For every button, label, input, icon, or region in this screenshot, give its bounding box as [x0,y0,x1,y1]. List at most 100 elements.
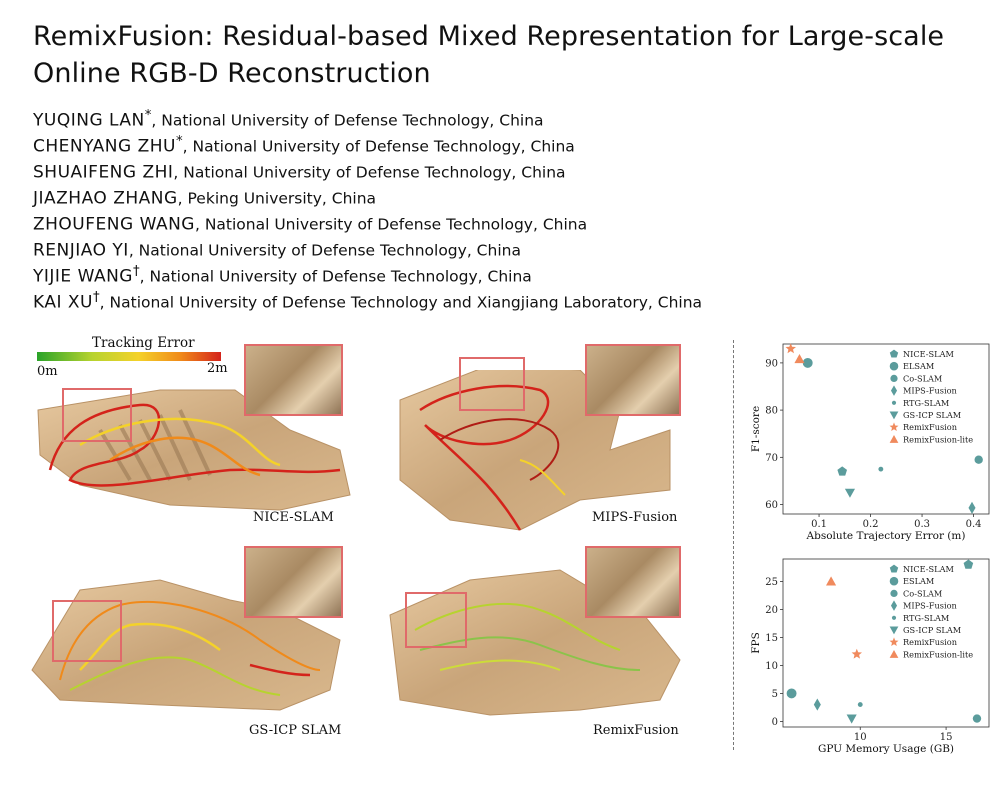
marker-elsam-legend [889,361,899,371]
legend-entry-gs-icp-slam: GS-ICP SLAM [903,625,961,635]
zoom-inset [244,344,343,416]
y-tick-label: 60 [765,500,778,511]
marker-mips-fusion [968,501,976,514]
marker-remixfusion-lite [794,354,805,364]
author-affiliation: , National University of Defense Technol… [194,215,588,234]
panel-label-remixfusion: RemixFusion [593,723,679,738]
author-mark: * [144,108,152,123]
legend-entry-co-slam: Co-SLAM [903,373,942,383]
roi-box [52,600,122,662]
roi-box [62,388,132,442]
author-line: ZHOUFENG WANG, National University of De… [33,207,973,235]
marker-remixfusion-legend [889,637,899,646]
marker-nice-slam-legend [889,564,899,573]
x-tick-label: 15 [940,732,953,743]
author-affiliation: , National University of Defense Technol… [99,293,703,312]
paper-title: RemixFusion: Residual-based Mixed Repres… [33,21,945,89]
tracking-legend-max: 2m [207,361,228,376]
author-mark: * [175,134,183,149]
author-name: ZHOUFENG WANG [33,214,195,235]
author-affiliation: , National University of Defense Technol… [182,137,575,156]
y-tick-label: 70 [765,453,778,464]
x-axis-label: GPU Memory Usage (GB) [818,743,954,755]
marker-co-slam [974,455,983,464]
y-tick-label: 25 [765,577,778,588]
marker-remixfusion-lite-legend [889,435,899,443]
marker-rtg-slam-legend [891,615,897,620]
roi-box [459,357,525,411]
marker-rtg-slam [857,702,863,708]
author-affiliation: , National University of Defense Technol… [151,111,544,130]
marker-remixfusion-lite-legend [889,650,899,658]
legend-entry-rtg-slam: RTG-SLAM [903,613,949,623]
legend-entry-remixfusion: RemixFusion [903,637,958,647]
author-name: SHUAIFENG ZHI [33,162,174,183]
y-axis-label: F1-score [750,406,762,452]
y-tick-label: 10 [765,661,778,672]
marker-co-slam-legend [890,374,898,383]
zoom-inset [585,546,681,618]
chart-legend: NICE-SLAMELSAMCo-SLAMMIPS-FusionRTG-SLAM… [889,349,973,444]
marker-co-slam [972,714,982,723]
panel-label-gs-icp-slam: GS-ICP SLAM [249,723,342,738]
author-affiliation: , National University of Defense Technol… [128,241,521,260]
marker-gs-icp-slam [846,714,857,724]
author-name: CHENYANG ZHU [33,136,176,157]
figure-divider [733,340,734,750]
legend-entry-eslam: ESLAM [903,576,934,586]
marker-rtg-slam-legend [891,400,897,405]
legend-entry-nice-slam: NICE-SLAM [903,349,954,359]
x-tick-label: 10 [854,732,867,743]
legend-entry-remixfusion-lite: RemixFusion-lite [903,649,973,659]
plot-area [782,558,990,728]
author-name: RENJIAO YI [33,240,129,261]
y-tick-label: 5 [772,689,778,700]
author-name: YUQING LAN [33,110,145,131]
x-tick-label: 0.2 [863,519,879,530]
legend-entry-mips-fusion: MIPS-Fusion [903,386,958,396]
data-points [786,559,982,724]
author-line: RENJIAO YI, National University of Defen… [33,233,973,261]
marker-rtg-slam [878,466,884,472]
legend-entry-remixfusion: RemixFusion [903,422,958,432]
zoom-inset [244,546,343,618]
tracking-legend-min: 0m [37,364,58,379]
y-tick-label: 90 [765,358,778,369]
author-line: CHENYANG ZHU*, National University of De… [33,129,973,157]
data-points [785,343,983,514]
marker-elsam [802,357,813,368]
marker-remixfusion [851,648,862,659]
author-affiliation: , National University of Defense Technol… [173,163,566,182]
x-tick-label: 0.3 [914,519,930,530]
marker-nice-slam [837,466,847,476]
author-mark: † [132,264,140,279]
marker-co-slam-legend [890,589,898,598]
x-tick-label: 0.1 [811,519,827,530]
marker-remixfusion-lite [826,576,837,586]
panel-label-nice-slam: NICE-SLAM [253,510,334,525]
y-tick-label: 80 [765,406,778,417]
legend-entry-mips-fusion: MIPS-Fusion [903,601,958,611]
author-list: YUQING LAN*, National University of Defe… [33,103,973,313]
chart-legend: NICE-SLAMESLAMCo-SLAMMIPS-FusionRTG-SLAM… [889,564,973,659]
marker-remixfusion-legend [889,422,899,431]
marker-gs-icp-slam [844,488,856,498]
author-name: YIJIE WANG [33,266,133,287]
author-line: YIJIE WANG†, National University of Defe… [33,259,973,287]
author-name: KAI XU [33,292,93,313]
marker-mips-fusion [813,698,821,711]
y-tick-label: 15 [765,633,778,644]
y-axis-label: FPS [750,632,762,654]
y-tick-label: 0 [772,717,778,728]
roi-box [405,592,467,648]
nice-slam-reconstruction [37,389,351,511]
marker-gs-icp-slam-legend [889,626,899,635]
author-line: KAI XU†, National University of Defense … [33,285,973,313]
marker-gs-icp-slam-legend [889,411,899,420]
legend-entry-remixfusion-lite: RemixFusion-lite [903,434,973,444]
author-line: SHUAIFENG ZHI, National University of De… [33,155,973,183]
legend-entry-gs-icp-slam: GS-ICP SLAM [903,410,961,420]
y-tick-label: 20 [765,605,778,616]
